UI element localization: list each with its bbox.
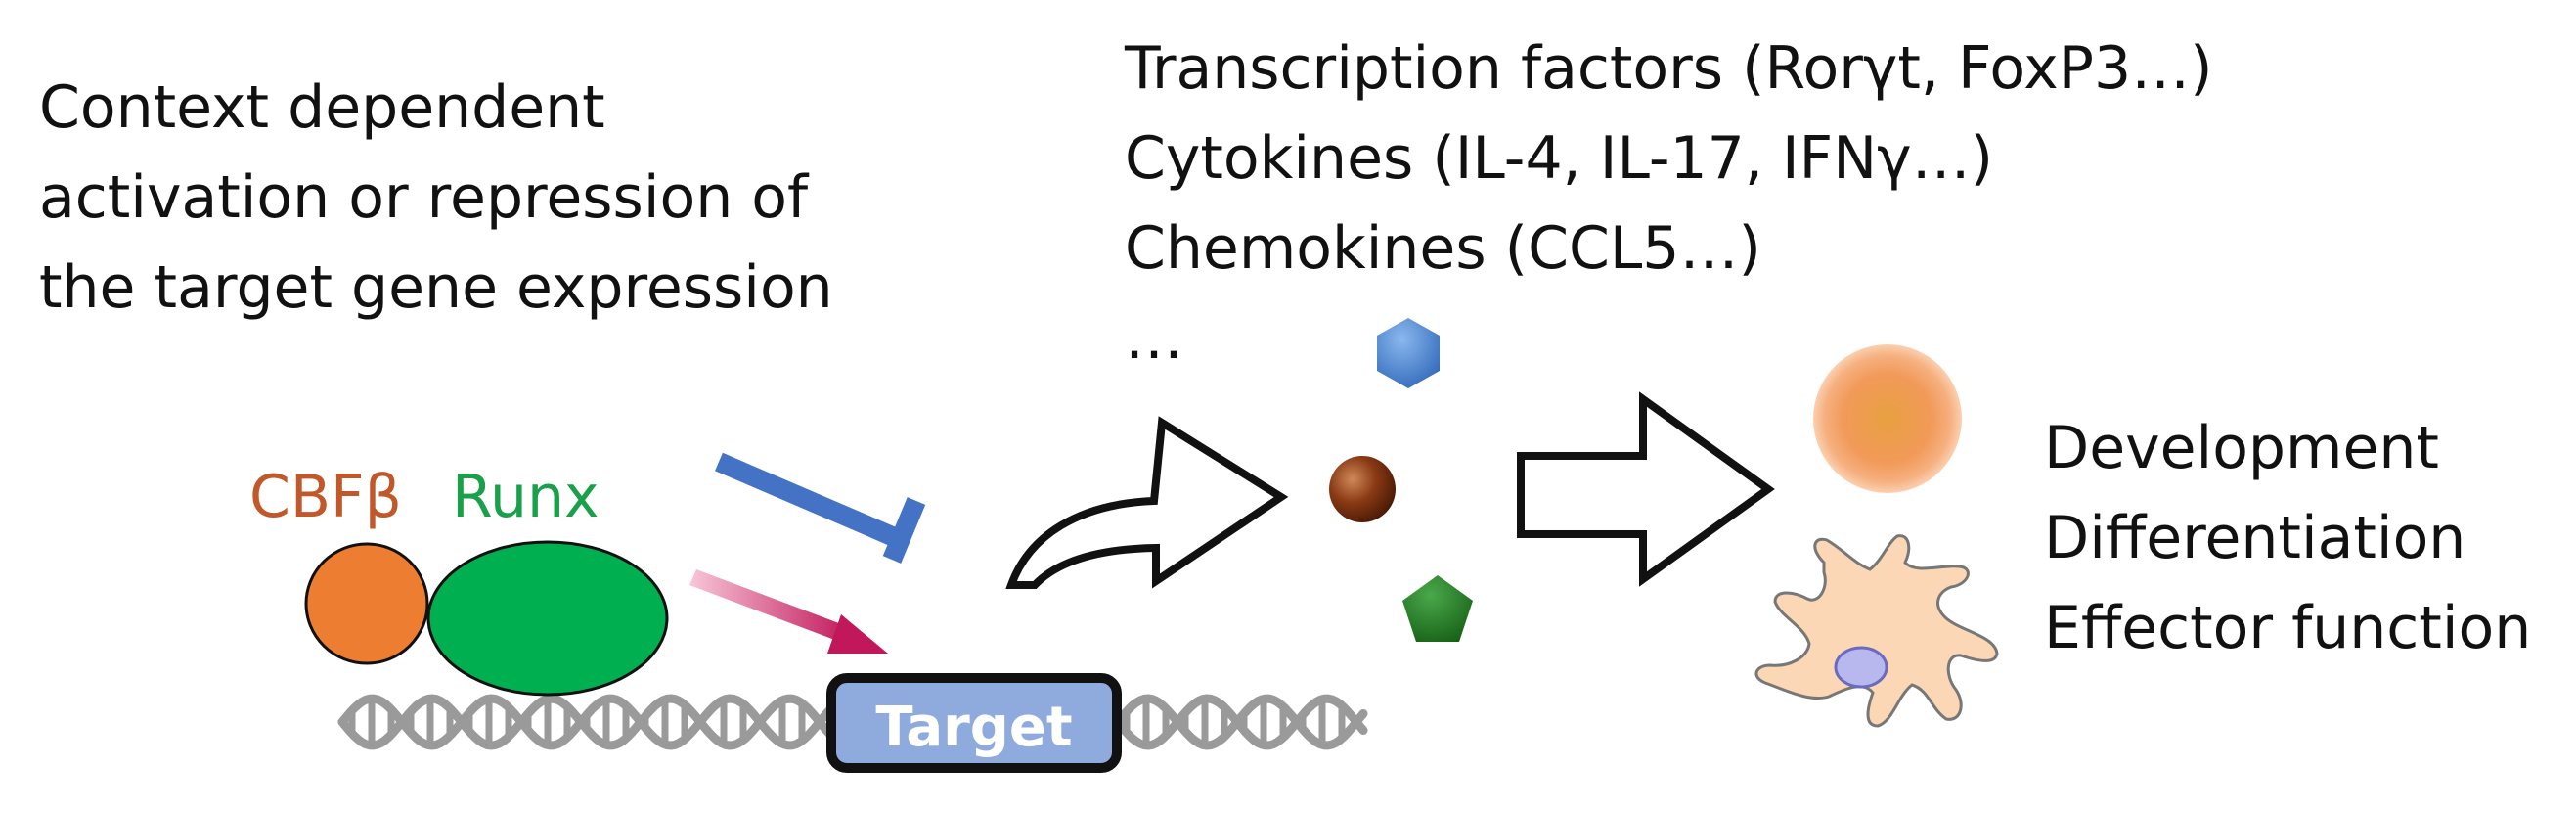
context-text: Context dependent activation or repressi…	[39, 78, 833, 348]
outcome-line: Development	[2044, 414, 2439, 482]
context-line: Context dependent	[39, 73, 605, 142]
product-line: Cytokines (IL-4, IL-17, IFNγ…)	[1125, 124, 1993, 193]
outcome-line: Effector function	[2044, 594, 2532, 662]
target-products-list: Transcription factors (Rorγt, FoxP3…) Cy…	[1125, 39, 2213, 399]
runx-label: Runx	[452, 463, 600, 531]
target-gene: Target	[826, 673, 1122, 773]
curved-arrow-icon	[1005, 416, 1289, 589]
round-cell-icon	[1813, 344, 1962, 493]
context-line: the target gene expression	[39, 253, 833, 322]
dna-helix-icon	[337, 694, 1368, 750]
repression-arrow-icon	[715, 452, 926, 564]
runx-protein	[426, 540, 669, 697]
block-arrow-icon	[1517, 391, 1775, 587]
cbfb-protein	[304, 542, 429, 665]
target-box	[826, 673, 1122, 773]
product-line: Transcription factors (Rorγt, FoxP3…)	[1125, 34, 2213, 103]
context-line: activation or repression of	[39, 163, 809, 232]
target-label: Target	[875, 696, 1072, 759]
hexagon-icon	[1377, 318, 1440, 388]
cell-nucleus	[1834, 646, 1888, 689]
cbfb-label: CBFβ	[249, 463, 402, 531]
sphere-icon	[1329, 456, 1396, 522]
product-line: …	[1125, 304, 1183, 373]
dendritic-cell-icon	[1754, 534, 1999, 728]
dna-strand	[1112, 694, 1368, 750]
outcome-line: Differentiation	[2044, 504, 2466, 572]
product-line: Chemokines (CCL5…)	[1125, 214, 1761, 283]
activation-arrow-icon	[689, 569, 888, 654]
outcomes-list: Development Differentiation Effector fun…	[2044, 419, 2531, 689]
pentagon-icon	[1402, 575, 1473, 642]
